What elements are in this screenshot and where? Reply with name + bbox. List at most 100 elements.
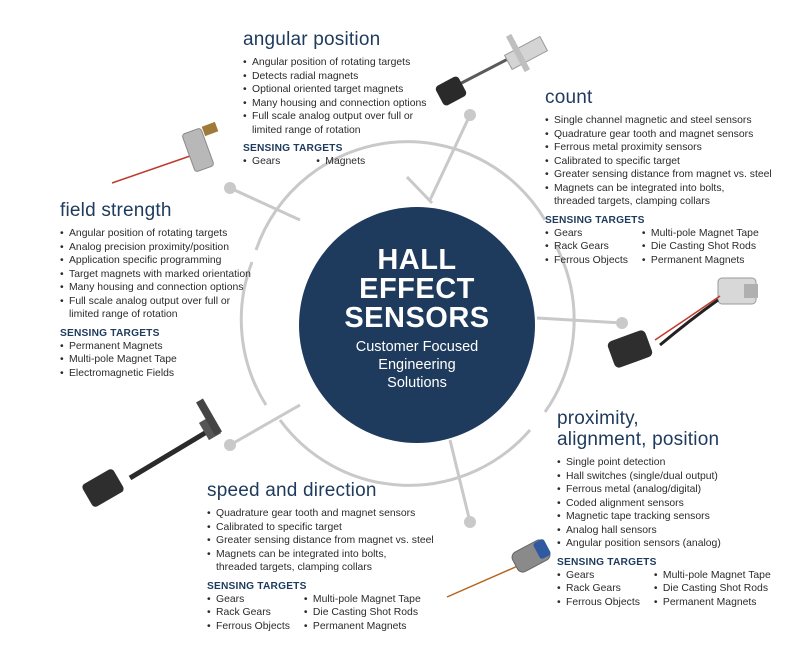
target-item: Electromagnetic Fields (60, 367, 177, 381)
bullet-list: Single point detection Hall switches (si… (557, 456, 797, 551)
center-circle (299, 207, 535, 443)
center-subtitle-line: Engineering (378, 357, 456, 373)
list-item: Hall switches (single/dual output) (557, 470, 797, 484)
list-item: Quadrature gear tooth and magnet sensors (545, 128, 775, 142)
connector-proximity (448, 439, 472, 523)
bullet-list: Angular position of rotating targets Ana… (60, 227, 280, 322)
section-count: count Single channel magnetic and steel … (545, 87, 775, 267)
sensing-targets-heading: SENSING TARGETS (545, 214, 645, 226)
connector-field (229, 186, 301, 222)
list-item: Calibrated to specific target (545, 155, 775, 169)
connector-dot-right (616, 317, 628, 329)
list-item: Target magnets with marked orientation (60, 268, 280, 282)
center-title-line: EFFECT (359, 273, 475, 305)
center-title-line: HALL (377, 244, 457, 276)
target-item: Die Casting Shot Rods (304, 606, 421, 620)
list-item: Greater sensing distance from magnet vs.… (207, 534, 447, 548)
target-item: Ferrous Objects (207, 620, 290, 634)
section-title-line: proximity, (557, 408, 639, 429)
list-item: Coded alignment sensors (557, 497, 797, 511)
sensing-targets-list: Permanent Magnets Multi-pole Magnet Tape… (60, 340, 280, 381)
list-item: threaded targets, clamping collars (216, 562, 372, 573)
sensor-image-connector-right (607, 277, 758, 368)
bullet-list: Quadrature gear tooth and magnet sensors… (207, 507, 447, 575)
list-item: Magnets can be integrated into bolts, (207, 548, 447, 562)
list-item: Full scale analog output over full or (60, 295, 280, 309)
list-item: Application specific programming (60, 254, 280, 268)
list-item: Many housing and connection options (60, 281, 280, 295)
sensing-targets-heading: SENSING TARGETS (243, 143, 343, 154)
center-subtitle: Customer Focused Engineering Solutions (300, 338, 534, 392)
list-item: Analog hall sensors (557, 524, 797, 538)
connector-right (536, 316, 623, 325)
list-item: limited range of rotation (69, 309, 178, 320)
target-item: Gears (557, 569, 640, 583)
target-item: Gears (207, 593, 290, 607)
connector-angular (405, 175, 434, 205)
bullet-list: Angular position of rotating targets Det… (243, 56, 463, 137)
target-item: Permanent Magnets (60, 340, 177, 354)
center-subtitle-line: Solutions (387, 375, 447, 391)
list-item: Detects radial magnets (243, 70, 463, 84)
target-item: Die Casting Shot Rods (654, 582, 771, 596)
sensing-targets-list: Gears Multi-pole Magnet Tape Rack Gears … (557, 569, 797, 610)
list-item: Ferrous metal proximity sensors (545, 141, 775, 155)
target-item: Multi-pole Magnet Tape (642, 227, 759, 241)
connector-speed (229, 403, 301, 447)
sensing-targets-list: Gears Multi-pole Magnet Tape Rack Gears … (207, 593, 447, 634)
section-title: angular position (243, 29, 381, 50)
target-item: Rack Gears (557, 582, 640, 596)
connector-dot-field (224, 182, 236, 194)
target-item: Die Casting Shot Rods (642, 240, 759, 254)
sensor-image-cylinder-bottom (446, 539, 551, 598)
list-item: Analog precision proximity/position (60, 241, 280, 255)
target-item: Ferrous Objects (557, 596, 640, 610)
list-item: Quadrature gear tooth and magnet sensors (207, 507, 447, 521)
list-item: Greater sensing distance from magnet vs.… (545, 168, 775, 182)
sensing-targets-heading: SENSING TARGETS (557, 556, 657, 568)
sensing-targets-heading: SENSING TARGETS (207, 580, 307, 592)
target-item: Permanent Magnets (654, 596, 771, 610)
list-item: Full scale analog output over full or (243, 110, 463, 124)
target-item: Rack Gears (207, 606, 290, 620)
section-title: proximity, alignment, position (557, 408, 797, 450)
section-angular-position: angular position Angular position of rot… (243, 29, 463, 169)
section-field-strength: field strength Angular position of rotat… (60, 200, 280, 380)
list-item: Single point detection (557, 456, 797, 470)
center-title: HALL EFFECT SENSORS (300, 246, 534, 333)
target-item: Magnets (316, 155, 365, 169)
list-item: Magnetic tape tracking sensors (557, 510, 797, 524)
list-item: Angular position of rotating targets (243, 56, 463, 70)
sensor-image-cartridge-left (111, 121, 219, 184)
sensor-image-cable-left (82, 398, 222, 507)
connector-lines (224, 109, 628, 528)
target-item: Rack Gears (545, 240, 628, 254)
section-title-line: alignment, position (557, 429, 720, 450)
list-item: Single channel magnetic and steel sensor… (545, 114, 775, 128)
connector-dot-count (464, 109, 476, 121)
target-item: Ferrous Objects (545, 254, 628, 268)
target-item: Multi-pole Magnet Tape (304, 593, 421, 607)
target-item: Multi-pole Magnet Tape (60, 353, 177, 367)
ring-arc-right (543, 245, 576, 413)
sensing-targets-list: Gears Multi-pole Magnet Tape Rack Gears … (545, 227, 775, 268)
ring-arc-top (254, 140, 547, 251)
list-item: Many housing and connection options (243, 97, 463, 111)
list-item: limited range of rotation (252, 124, 361, 136)
list-item: Magnets can be integrated into bolts, (545, 182, 775, 196)
section-proximity-alignment-position: proximity, alignment, position Single po… (557, 408, 797, 609)
section-title: field strength (60, 200, 172, 221)
connector-dot-proximity (464, 516, 476, 528)
target-item: Gears (243, 155, 280, 169)
target-item: Gears (545, 227, 628, 241)
section-title: count (545, 87, 593, 108)
list-item: threaded targets, clamping collars (554, 196, 710, 207)
list-item: Angular position of rotating targets (60, 227, 280, 241)
center-label: HALL EFFECT SENSORS Customer Focused Eng… (300, 210, 534, 444)
list-item: Angular position sensors (analog) (557, 537, 797, 551)
center-subtitle-line: Customer Focused (355, 339, 479, 355)
target-item: Permanent Magnets (304, 620, 421, 634)
bullet-list: Single channel magnetic and steel sensor… (545, 114, 775, 209)
